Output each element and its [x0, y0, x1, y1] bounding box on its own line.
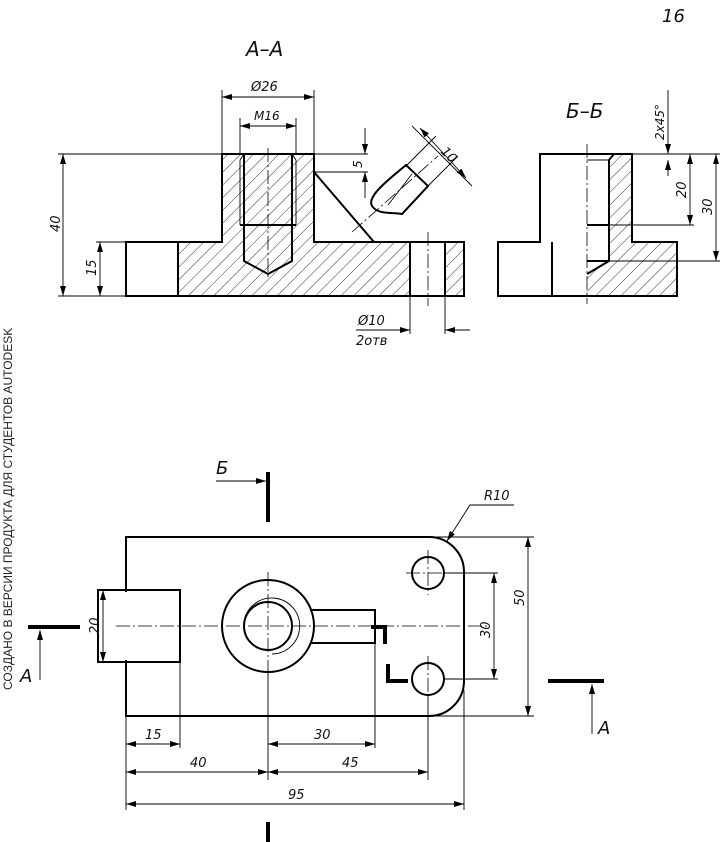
plan-outline [125, 536, 465, 717]
hatch-area [609, 154, 632, 242]
dim-rib-width: 10 [437, 144, 459, 166]
dim-hole-offset: 45 [342, 756, 359, 771]
dim-radius: R10 [484, 489, 510, 504]
section-bb: Б–Б 2x45° 20 30 [497, 90, 720, 304]
plan-view: А А Б R10 50 30 20 [19, 458, 610, 842]
dim-rib-offset: 5 [351, 160, 365, 168]
dim-slot-length: 30 [314, 728, 331, 743]
cut-label-a-right: А [597, 718, 610, 739]
dim-thread-depth: 20 [675, 181, 690, 198]
section-aa: А–А 10 Ø26 [49, 37, 473, 349]
hatch-area [445, 242, 464, 296]
section-bb-outline [497, 153, 678, 297]
dim-overall-width: 50 [513, 589, 528, 606]
rib-removed-section: 10 [351, 125, 473, 233]
dim-boss-width: 20 [88, 617, 103, 634]
dim-boss-length: 15 [145, 728, 162, 743]
section-bb-title: Б–Б [566, 99, 603, 123]
cut-label-a-left: А [19, 666, 32, 687]
side-boss [97, 589, 181, 663]
hatch-area [178, 242, 410, 296]
dim-thread: M16 [254, 109, 280, 123]
section-aa-title: А–А [244, 37, 283, 61]
slot [310, 609, 376, 644]
dim-base-height: 15 [85, 259, 100, 276]
cut-label-b-top: Б [216, 458, 228, 479]
dim-boss-diameter: Ø26 [250, 80, 278, 95]
cutting-plane-b: Б [216, 458, 270, 842]
dim-hole-diameter: Ø10 [357, 314, 385, 329]
dim-hole-count: 2отв [356, 334, 387, 349]
cutting-plane-a: А А [19, 625, 610, 739]
dim-drill-depth: 30 [701, 198, 716, 215]
dim-overall-length: 95 [288, 788, 305, 803]
watermark-text: СОЗДАНО В ВЕРСИИ ПРОДУКТА ДЛЯ СТУДЕНТОВ … [1, 328, 15, 690]
page-number: 16 [662, 6, 685, 27]
dim-center-offset: 40 [190, 756, 207, 771]
section-aa-outline [125, 153, 465, 297]
thread-arc [243, 597, 301, 655]
dim-height-total: 40 [49, 215, 64, 232]
dim-hole-spacing: 30 [479, 621, 494, 638]
dim-chamfer: 2x45° [653, 104, 667, 140]
